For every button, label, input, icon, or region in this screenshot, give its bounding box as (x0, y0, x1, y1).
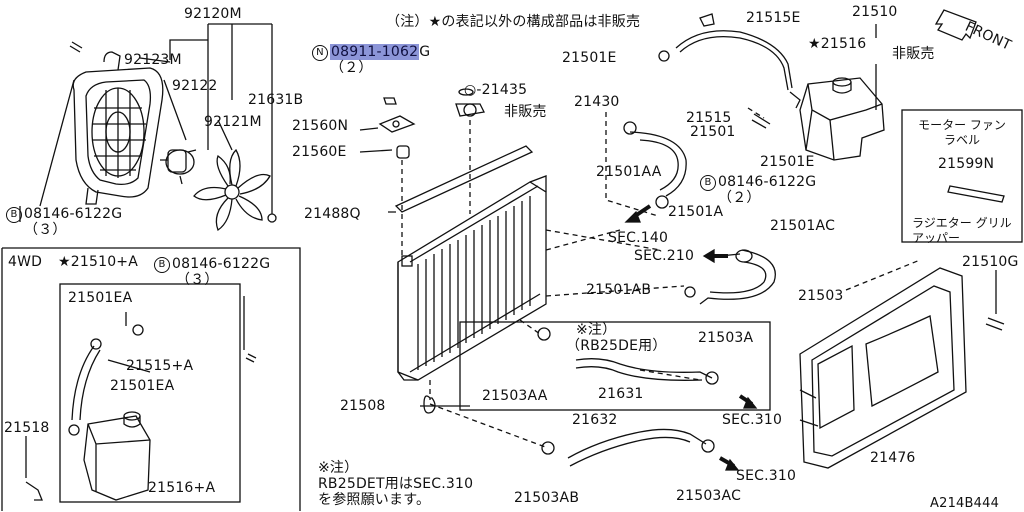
lower-hose-drawing (699, 249, 776, 305)
b-circle-icon: B (700, 175, 716, 191)
oil-cooler-note: ※注） (576, 322, 617, 338)
oil-clamp-ac-label: 21503AC (676, 488, 742, 504)
heater-hose-drawing (567, 428, 707, 467)
oil-clamp-aa-label: 21503AA (482, 388, 548, 404)
clamp-a-label: 21501A (668, 204, 724, 220)
notice-text: （注）★の表記以外の構成部品は非販売 (386, 14, 641, 30)
reservoir-cap-label: ★21516 (808, 36, 867, 52)
motor-label-box (901, 109, 1023, 243)
diagram-id: A214B444 (930, 496, 1000, 511)
oil-hose-label: 21631 (598, 386, 644, 402)
4wd-bracket-label: 21518 (4, 420, 50, 436)
bolt2-qty: （２） (718, 190, 761, 206)
fan-blade-label: 92121M (204, 114, 262, 130)
oil-cooler-engine: （RB25DE用） (566, 338, 667, 354)
4wd-box-frame (1, 247, 301, 511)
grille-caption: ラジエター グリルアッパー (912, 216, 1012, 245)
oil-cooler-box (459, 321, 771, 411)
clamp-e-label: 21501E (562, 50, 617, 66)
b-circle-icon: B (154, 257, 170, 273)
clamp-ac-label: 21501AC (770, 218, 836, 234)
fan-shroud-label: 92123M (124, 52, 182, 68)
shroud-bolt-label: 21510G (962, 254, 1019, 270)
overflow-hose-label: 21515 (686, 110, 732, 126)
fan-assy-label: 92120M (184, 6, 242, 22)
4wd-hose-label: 21515+A (126, 358, 194, 374)
fan-blade-drawing (193, 148, 271, 231)
footnote-line2: RB25DET用はSEC.310 (318, 476, 474, 492)
fan-nut-label: 21631B (248, 92, 304, 108)
clamp-ab-label: 21501AB (586, 282, 652, 298)
radiator-shroud-drawing (799, 267, 967, 469)
n-circle-icon: N (312, 45, 328, 61)
fan-motor-drawing (160, 149, 197, 185)
clamp-e2-label: 21501E (760, 154, 815, 170)
shroud-label: 21476 (870, 450, 916, 466)
upper-hose-label: 21501 (690, 124, 736, 140)
fan-shroud-drawing (72, 51, 164, 205)
nut-suffix: G (419, 44, 431, 60)
4wd-inner-box (59, 283, 241, 503)
radiator-core-drawing (397, 175, 547, 381)
motor-label-part: 21599N (938, 156, 995, 172)
drain-plug-label: 21508 (340, 398, 386, 414)
sec310-1-label: SEC.310 (722, 412, 783, 428)
cap-not-sold-label: 非販売 (504, 104, 547, 120)
sec140-label: SEC.140 (608, 230, 669, 246)
fan-bolt-qty: （３） (24, 222, 67, 238)
cap-group-label: 21430 (574, 94, 620, 110)
reservoir-tank-drawing (799, 77, 885, 161)
overflow-hose-drawing (675, 30, 793, 89)
heater-hose-label: 21632 (572, 412, 618, 428)
motor-label-title: モーター ファンラベル (918, 118, 1006, 147)
nut-part-highlight: 08911-1062 (330, 44, 420, 60)
4wd-clamp1-label: 21501EA (68, 290, 133, 306)
footnote-line1: ※注） (318, 460, 359, 476)
4wd-tank-drawing (83, 415, 151, 501)
reservoir-tank-label: 21510 (852, 4, 898, 20)
nut-qty: （２） (330, 60, 373, 76)
cap-oring-label: ○-21435 (464, 82, 528, 98)
4wd-hose-drawing (71, 345, 101, 421)
seal-strip-label: 21488Q (304, 206, 361, 222)
4wd-bolt-qty: （３） (176, 272, 219, 288)
4wd-cap-label: 21516+A (148, 480, 216, 496)
reservoir-not-sold-label: 非販売 (892, 46, 935, 62)
4wd-title: 4WD (8, 254, 43, 270)
bracket-label: 21560N (292, 118, 349, 134)
oil-clamp-a-label: 21503A (698, 330, 754, 346)
lower-hose-label: 21503 (798, 288, 844, 304)
oil-clamp-ab-label: 21503AB (514, 490, 580, 506)
fan-bolt-part: 08146-6122G (24, 206, 123, 222)
footnote-line3: を参照願います。 (318, 492, 431, 508)
cap-top-label: 21515E (746, 10, 801, 26)
bushing-label: 21560E (292, 144, 347, 160)
sec310-2-label: SEC.310 (736, 468, 797, 484)
4wd-clamp2-label: 21501EA (110, 378, 175, 394)
fan-motor-label: 92122 (172, 78, 218, 94)
seal-strip-drawing (394, 145, 534, 213)
b-circle-icon: B (6, 207, 22, 223)
sec210-label: SEC.210 (634, 248, 695, 264)
4wd-assy-label: ★21510+A (58, 254, 139, 270)
clamp-aa-label: 21501AA (596, 164, 662, 180)
upper-hose-drawing (629, 131, 687, 197)
